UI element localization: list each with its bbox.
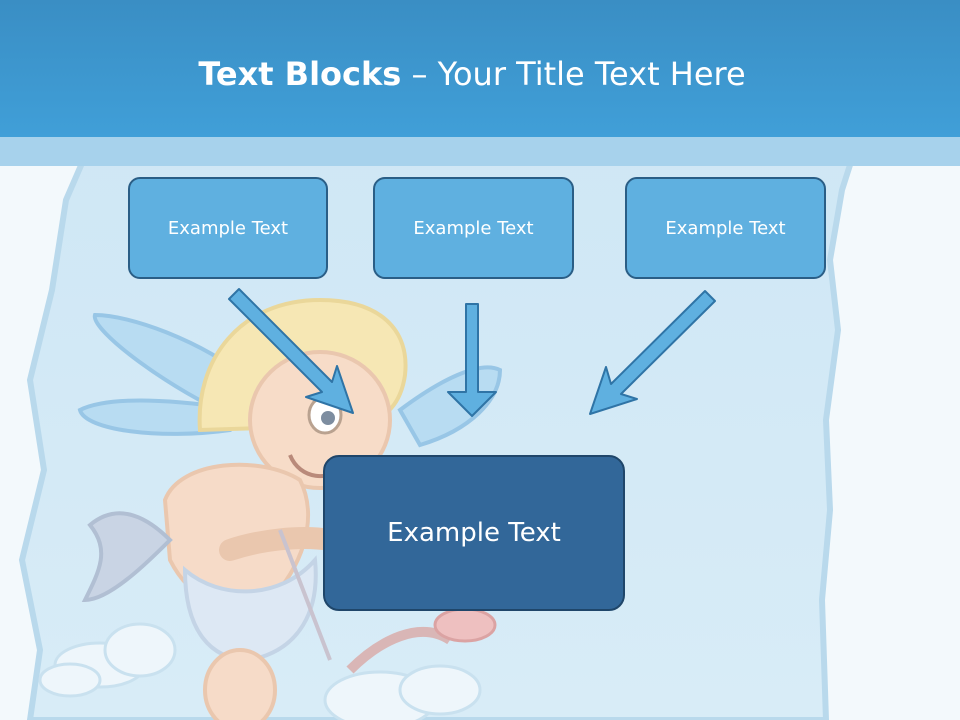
main-text-block-label: Example Text <box>387 518 561 548</box>
arrow-left-icon <box>228 288 354 414</box>
text-block-left-label: Example Text <box>167 217 289 239</box>
header-accent-band <box>0 137 960 166</box>
arrow-down-icon <box>447 303 497 417</box>
title-header-bar <box>0 0 960 137</box>
text-block-left[interactable]: Example Text <box>128 177 328 279</box>
slide-title-dash: – <box>401 55 438 93</box>
slide-title-bold: Text Blocks <box>198 55 402 93</box>
text-block-center-label: Example Text <box>413 217 534 239</box>
main-text-block[interactable]: Example Text <box>323 455 625 611</box>
arrow-right-icon <box>589 290 716 415</box>
slide-title-rest: Your Title Text Here <box>437 55 746 93</box>
text-block-center[interactable]: Example Text <box>373 177 574 279</box>
text-block-right[interactable]: Example Text <box>625 177 826 279</box>
slide-title: Text Blocks – Your Title Text Here <box>0 52 944 96</box>
text-block-right-label: Example Text <box>665 217 786 239</box>
